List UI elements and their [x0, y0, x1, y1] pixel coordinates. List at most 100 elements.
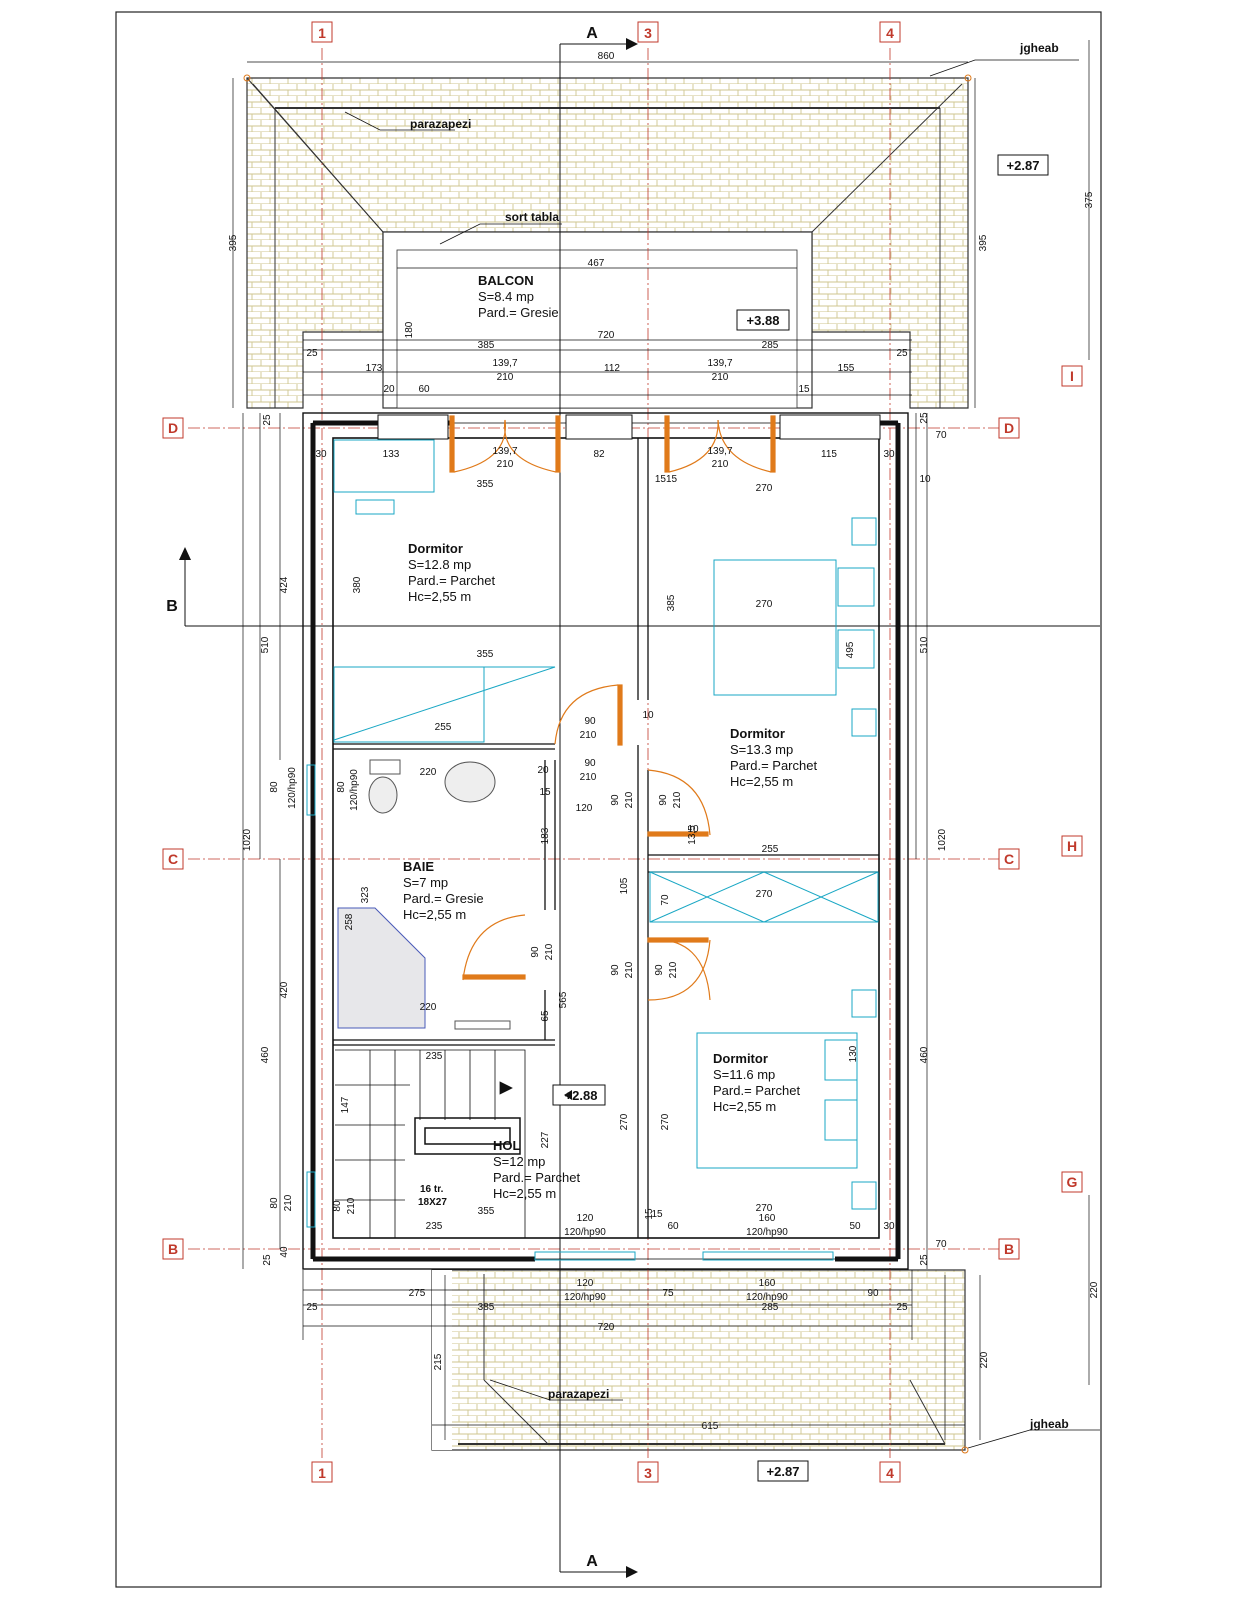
- dim-label: 210: [624, 961, 635, 978]
- level-arrow: [564, 1090, 572, 1100]
- section-b: B: [166, 598, 178, 615]
- dim-label: 275: [409, 1288, 426, 1299]
- dim-label: 139,7: [707, 358, 732, 369]
- dim-label: 1020: [937, 828, 948, 851]
- dim-label: 720: [598, 1322, 615, 1333]
- dim-label: 860: [598, 51, 615, 62]
- room-floor: Pard.= Gresie: [403, 891, 484, 906]
- dimension-lines: [232, 40, 1090, 1440]
- section-a-top-arrow: [626, 38, 638, 50]
- dim-label: 1020: [242, 828, 253, 851]
- dim-label: 255: [435, 722, 452, 733]
- dim-label: 13,5: [687, 825, 698, 845]
- dim-label: 215: [433, 1353, 444, 1370]
- dim-label: 285: [762, 340, 779, 351]
- axis-d-right: D: [1004, 420, 1014, 436]
- top-wall-piers: [377, 414, 881, 440]
- note-sort-tabla: sort tabla: [505, 210, 559, 224]
- room-area: S=7 mp: [403, 875, 448, 890]
- dim-label: 210: [712, 459, 729, 470]
- room-name: HOL: [493, 1138, 521, 1153]
- dim-label: 220: [979, 1351, 990, 1368]
- dim-label: 160: [759, 1278, 776, 1289]
- dim-label: 60: [418, 384, 430, 395]
- level-roof-bottom: +2.87: [767, 1464, 800, 1479]
- dim-label: 510: [260, 636, 271, 653]
- dim-label: 115: [821, 449, 837, 460]
- level-boxes: [552, 154, 1049, 1482]
- dim-label: 15: [644, 1208, 655, 1220]
- axis-d-left: D: [168, 420, 178, 436]
- level-hol: +2.88: [565, 1088, 598, 1103]
- room-area: S=12.8 mp: [408, 557, 471, 572]
- dim-label: 510: [919, 636, 930, 653]
- room-floor: Pard.= Gresie: [478, 305, 559, 320]
- dim-label: 147: [340, 1096, 351, 1113]
- dim-label: 50: [849, 1221, 861, 1232]
- dim-label: 355: [477, 479, 494, 490]
- dim-label: 155: [838, 363, 855, 374]
- level-roof-top: +2.87: [1007, 158, 1040, 173]
- dim-label: 120/hp90: [564, 1227, 606, 1238]
- dim-label: 130: [848, 1045, 859, 1062]
- dim-label: 120: [577, 1213, 594, 1224]
- dim-label: 105: [619, 877, 630, 894]
- room-floor: Pard.= Parchet: [493, 1170, 580, 1185]
- note-stairs: 16 tr.: [420, 1184, 444, 1195]
- dim-label: 460: [919, 1046, 930, 1063]
- dim-label: 495: [845, 641, 856, 658]
- room-name: Dormitor: [408, 541, 463, 556]
- dim-label: 227: [540, 1131, 551, 1148]
- section-lines: [184, 43, 1100, 1573]
- room-height: Hc=2,55 m: [403, 907, 466, 922]
- dim-label: 40: [279, 1246, 290, 1258]
- axis-c-right: C: [1004, 851, 1014, 867]
- dim-label: 15: [539, 787, 551, 798]
- dim-label: 10: [642, 710, 654, 721]
- dim-label: 25: [919, 1254, 930, 1266]
- room-height: Hc=2,55 m: [408, 589, 471, 604]
- stairs: [335, 1049, 526, 1238]
- dim-label: 82: [593, 449, 605, 460]
- room-area: S=12 mp: [493, 1154, 545, 1169]
- axis-i: I: [1070, 368, 1074, 384]
- room-hol: HOL S=12 mp Pard.= Parchet Hc=2,55 m: [493, 1138, 580, 1201]
- dim-label: 120/hp90: [746, 1292, 788, 1303]
- room-area: S=11.6 mp: [713, 1067, 775, 1082]
- room-name: BAIE: [403, 859, 434, 874]
- dim-label: 385: [478, 340, 495, 351]
- axis-4-top: 4: [886, 25, 894, 41]
- dim-label: 90: [867, 1288, 879, 1299]
- dim-label: 210: [346, 1197, 357, 1214]
- dim-label: 380: [352, 576, 363, 593]
- dim-label: 395: [978, 234, 989, 251]
- dim-label: 467: [588, 258, 605, 269]
- note-jgheab-bottom: jgheab: [1029, 1417, 1069, 1431]
- dim-label: 355: [477, 649, 494, 660]
- axis-c-left: C: [168, 851, 178, 867]
- dim-label: 25: [306, 1302, 318, 1313]
- walls: [302, 412, 909, 1270]
- dim-label: 120/hp90: [287, 767, 298, 809]
- dim-label: 173: [366, 363, 383, 374]
- dim-label: 258: [344, 913, 355, 930]
- dim-label: 90: [530, 946, 541, 958]
- interior-walls: [333, 438, 879, 1238]
- room-dormitor-1: Dormitor S=12.8 mp Pard.= Parchet Hc=2,5…: [408, 541, 495, 604]
- dim-label: 210: [712, 372, 729, 383]
- dim-label: 180: [404, 321, 415, 338]
- dim-label: 323: [360, 886, 371, 903]
- dim-label: 25: [306, 348, 318, 359]
- dim-label: 385: [478, 1302, 495, 1313]
- dim-label: 565: [558, 991, 569, 1008]
- dim-label: 270: [756, 599, 773, 610]
- dim-label: 210: [544, 943, 555, 960]
- note-stairs-size: 18X27: [418, 1197, 447, 1208]
- axis-1-top: 1: [318, 25, 326, 41]
- room-dormitor-3: Dormitor S=11.6 mp Pard.= Parchet Hc=2,5…: [713, 1051, 800, 1114]
- dim-label: 25: [262, 1254, 273, 1266]
- dim-label: 210: [283, 1194, 294, 1211]
- dim-label: 395: [228, 234, 239, 251]
- dim-label: 460: [260, 1046, 271, 1063]
